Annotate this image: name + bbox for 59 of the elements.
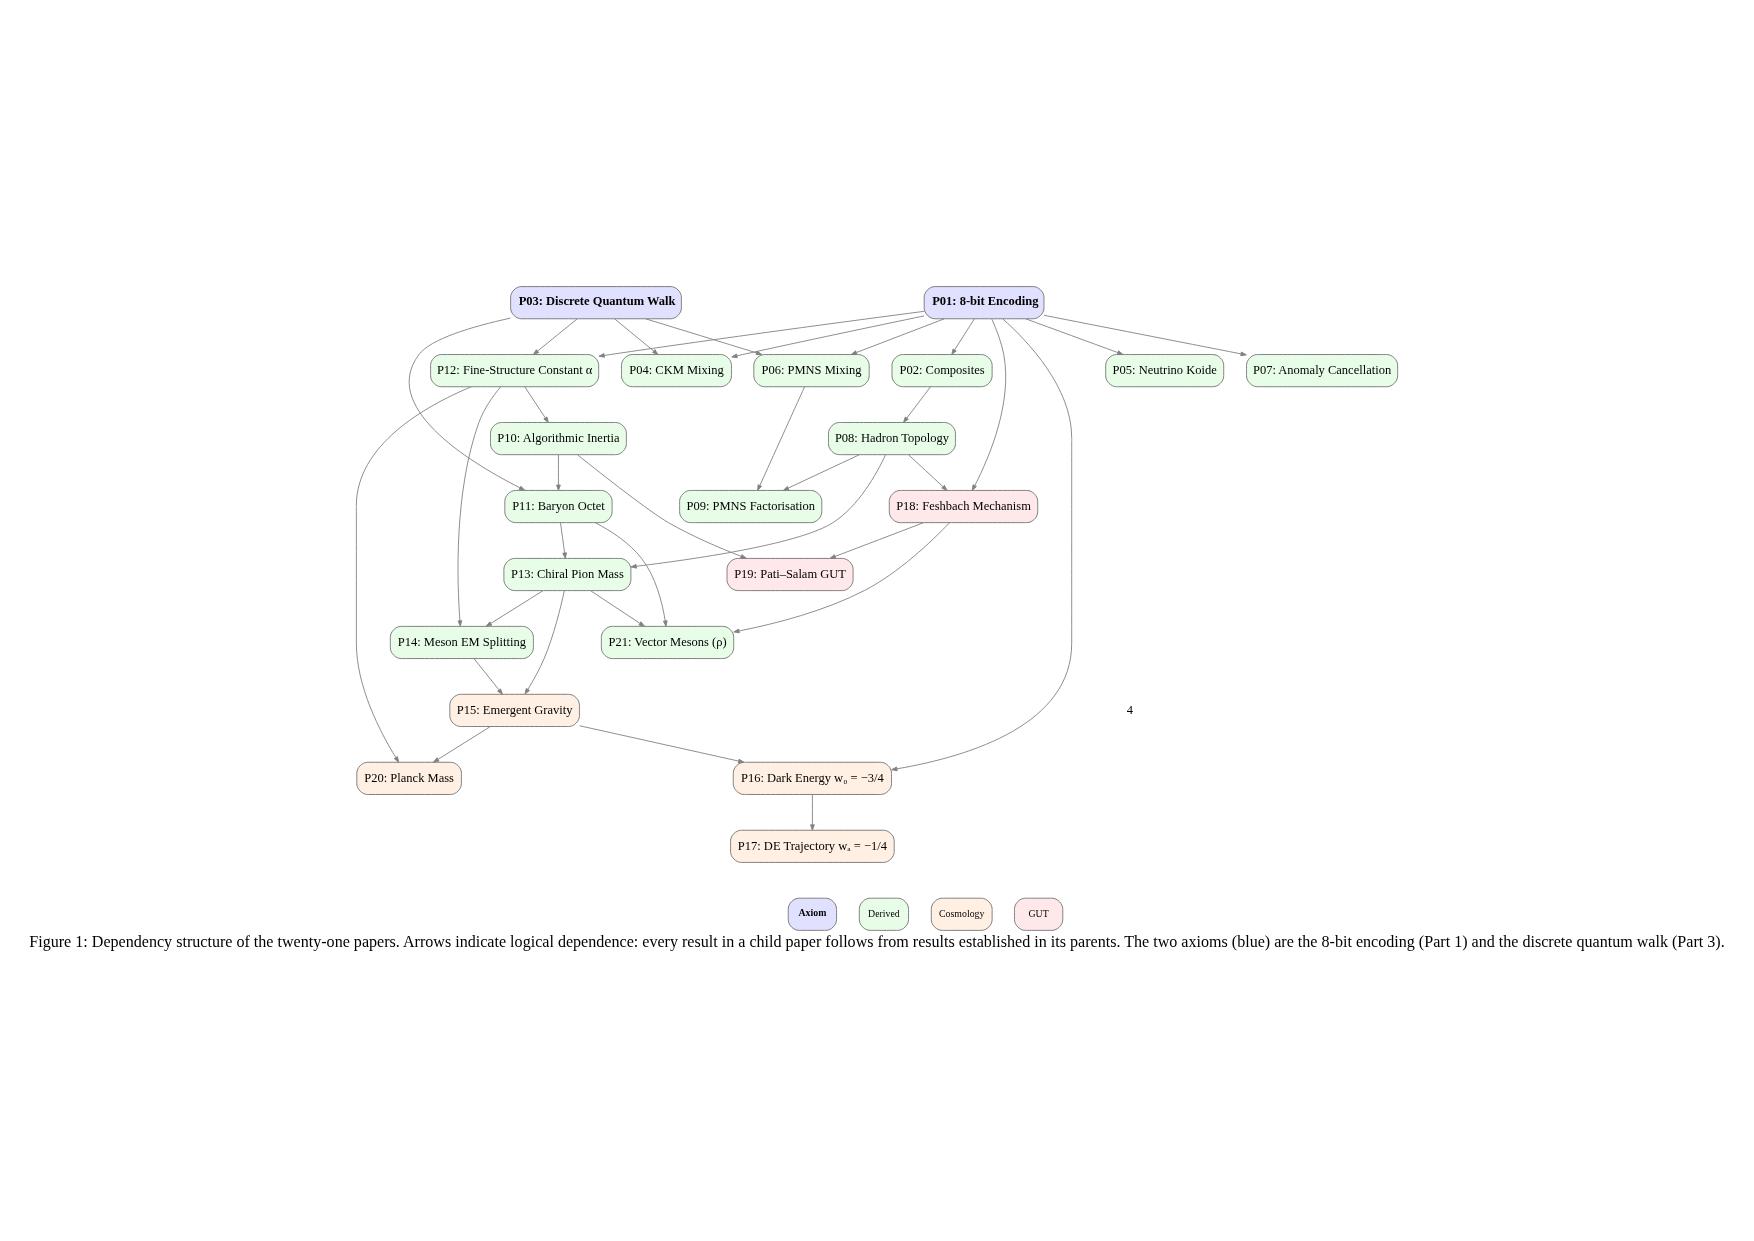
arrow — [614, 317, 659, 355]
arrow — [903, 385, 931, 423]
node-box: P13: Chiral Pion Mass — [503, 557, 632, 591]
legend-label: Cosmology — [939, 907, 985, 919]
node-box: P19: Pati–Salam GUT — [726, 557, 854, 591]
node-box: P17: DE Trajectory wₐ = −1/4 — [730, 829, 895, 863]
node-box: P15: Emergent Gravity — [449, 693, 580, 727]
arrow — [757, 385, 805, 491]
node-box: P04: CKM Mixing — [621, 353, 732, 387]
arrow — [577, 454, 747, 559]
arrow — [433, 725, 491, 763]
arrow — [524, 385, 549, 423]
arrow — [850, 317, 945, 355]
arrow — [560, 521, 567, 559]
arrow — [355, 385, 472, 763]
arrow — [598, 310, 925, 358]
node-box: P05: Neutrino Koide — [1105, 353, 1225, 387]
node-box: P03: Discrete Quantum Walk — [510, 285, 682, 319]
arrow — [733, 521, 950, 633]
node-box: P16: Dark Energy w₀ = −3/4 — [732, 761, 892, 795]
arrow — [1043, 314, 1247, 356]
node-box: P12: Fine-Structure Constant α — [430, 353, 600, 387]
label: 4 — [1126, 702, 1133, 717]
arrow — [579, 724, 745, 763]
node-box: P08: Hadron Topology — [828, 421, 956, 455]
arrow — [556, 453, 561, 491]
node-box: P07: Anomaly Cancellation — [1246, 353, 1399, 387]
caption: Figure 1: Dependency structure of the twenty-one papers. Arrows indicate logical dependence: every result in a child paper follows from results established in its parents. The two axioms (blue) are the 8-bit encoding (Part 1) and the discrete quantum walk (Part 3). — [29, 932, 1725, 950]
arrow — [645, 317, 763, 355]
arrow — [908, 453, 948, 491]
arrow — [971, 318, 1007, 491]
legend-label: Derived — [868, 907, 900, 919]
node-box: P11: Baryon Octet — [504, 489, 613, 523]
arrow — [731, 315, 925, 358]
node-box: P20: Planck Mass — [356, 761, 462, 795]
node-box: P18: Feshbach Mechanism — [888, 489, 1039, 523]
arrow — [524, 589, 565, 694]
legend-label: GUT — [1028, 907, 1049, 919]
arrow — [810, 793, 815, 831]
arrow — [457, 385, 502, 627]
node-box: P01: 8-bit Encoding — [923, 285, 1045, 319]
node-box: P14: Meson EM Splitting — [389, 625, 534, 659]
arrow — [630, 453, 886, 569]
legend-label: Axiom — [798, 906, 827, 918]
node-box: P21: Vector Mesons (ρ) — [600, 625, 735, 659]
arrow — [473, 657, 503, 695]
node-box: P02: Composites — [891, 353, 993, 387]
arrow — [532, 317, 578, 355]
arrow — [782, 453, 860, 491]
arrow — [408, 317, 526, 491]
arrow — [595, 521, 668, 627]
node-box: P09: PMNS Factorisation — [679, 489, 823, 523]
node-box: P06: PMNS Mixing — [753, 353, 870, 387]
arrow — [485, 589, 544, 627]
arrow — [829, 521, 924, 559]
arrow — [951, 317, 975, 355]
arrow — [1025, 317, 1124, 355]
arrow — [590, 589, 645, 627]
node-box: P10: Algorithmic Inertia — [490, 421, 627, 455]
